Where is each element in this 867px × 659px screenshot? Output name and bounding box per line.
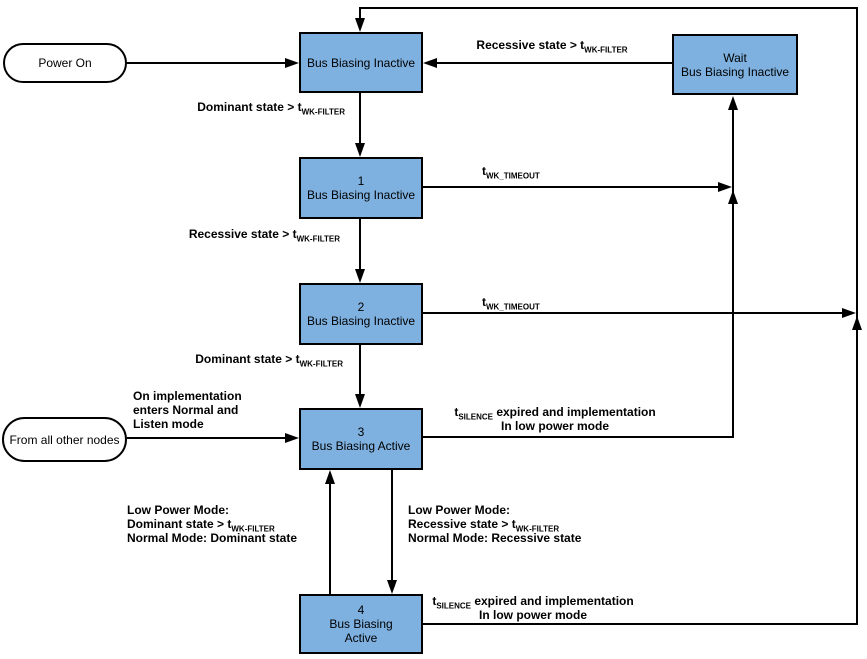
label-dominant-state-after-2: Dominant state > tWK-FILTER (195, 352, 343, 369)
arrow-state4-to-state3 (325, 470, 335, 594)
arrow-state3-to-state4 (387, 470, 397, 594)
arrow-nodes-to-state3 (127, 433, 299, 443)
label-wk-timeout-state2: tWK_TIMEOUT (482, 295, 540, 312)
state-label: Bus Biasing Inactive (306, 188, 416, 202)
state-label: Bus Biasing Inactive (306, 55, 416, 70)
state-label: Bus Biasing Active (311, 439, 411, 453)
label-recessive-state-from-wait: Recessive state > tWK-FILTER (476, 38, 628, 55)
state-box-wait-bus-biasing-inactive: Wait Bus Biasing Inactive (672, 34, 798, 95)
state-box-1-bus-biasing-inactive: 1 Bus Biasing Inactive (299, 157, 423, 219)
state-label: Active (344, 631, 378, 645)
path-state4-loop-to-top (355, 7, 862, 625)
state-number: 2 (357, 300, 365, 314)
state-number: 1 (357, 174, 365, 188)
state-box-3-bus-biasing-active: 3 Bus Biasing Active (299, 408, 423, 470)
label-low-power-mode-right: Low Power Mode: Recessive state > tWK-FI… (408, 503, 582, 545)
label-dominant-state-after-top: Dominant state > tWK-FILTER (197, 100, 345, 117)
state-box-2-bus-biasing-inactive: 2 Bus Biasing Inactive (299, 283, 423, 345)
arrow-state1-to-state2 (355, 219, 365, 283)
state-label: Bus Biasing (329, 617, 393, 631)
terminal-from-all-other-nodes-label: From all other nodes (9, 432, 120, 447)
arrow-state2-to-state3 (355, 345, 365, 408)
state-label: Wait (723, 50, 747, 65)
label-silence-expired-state4: tSILENCE expired and implementation In l… (432, 594, 634, 622)
label-recessive-state-after-1: Recessive state > tWK-FILTER (188, 227, 340, 244)
state-box-4-bus-biasing-active: 4 Bus Biasing Active (299, 594, 423, 654)
arrow-state1-timeout (423, 182, 732, 192)
arrow-wait-to-inactive (423, 58, 672, 68)
arrow-state2-timeout (423, 308, 856, 318)
label-wk-timeout-state1: tWK_TIMEOUT (482, 164, 540, 181)
terminal-power-on: Power On (3, 43, 127, 83)
arrow-inactive-to-state1 (355, 93, 365, 157)
state-number: 4 (357, 603, 365, 617)
terminal-from-all-other-nodes: From all other nodes (2, 417, 127, 462)
arrow-power-on-to-inactive (127, 58, 299, 68)
terminal-power-on-label: Power On (38, 56, 92, 70)
path-state3-to-wait (423, 96, 738, 438)
label-silence-expired-state3: tSILENCE expired and implementation In l… (454, 405, 656, 433)
label-on-implementation: On implementation enters Normal and List… (133, 389, 242, 431)
state-label: Bus Biasing Inactive (680, 64, 790, 79)
state-box-bus-biasing-inactive-top: Bus Biasing Inactive (299, 32, 423, 93)
state-number: 3 (357, 425, 365, 439)
label-low-power-mode-left: Low Power Mode: Dominant state > tWK-FIL… (127, 503, 298, 545)
state-label: Bus Biasing Inactive (306, 314, 416, 328)
